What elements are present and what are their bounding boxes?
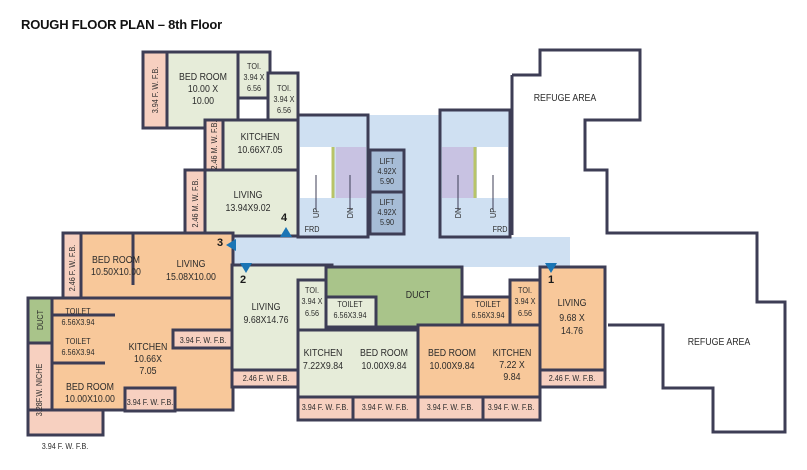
lift-size: 4.92X (377, 206, 397, 217)
room-size: 7.22 X (499, 360, 525, 371)
room-size: 14.76 (560, 326, 584, 337)
lift-size: 5.90 (379, 175, 395, 186)
room-size: 9.84 (503, 372, 521, 383)
entrance-marker-3: 3 (217, 237, 224, 249)
page-title: ROUGH FLOOR PLAN – 8th Floor (21, 17, 222, 32)
stair-down-label: DN (344, 207, 355, 219)
room-name: KITCHEN (303, 348, 343, 359)
flower-bed-label: 2.46 F. W. F.B. (66, 244, 77, 292)
room-size: 9.68 X (559, 313, 585, 324)
room-name: BED ROOM (66, 382, 114, 393)
room-name: BED ROOM (92, 255, 140, 266)
room-name: KITCHEN (492, 348, 532, 359)
room-size: 10.00X10.00 (65, 394, 115, 405)
lift-size: 4.92X (377, 165, 397, 176)
room-name: TOI. (305, 284, 319, 295)
room-size: 13.94X9.02 (225, 203, 271, 214)
lift-label: LIFT (379, 155, 395, 166)
flower-bed-label: 2.46 F. W. F.B. (242, 372, 290, 383)
room-name: LIVING (251, 302, 281, 313)
room-size: 7.22X9.84 (302, 361, 344, 372)
flower-bed-label: 3.94 F. W. F.B. (487, 401, 535, 412)
room-size: 10.50X10.00 (91, 267, 141, 278)
room-name: TOI. (247, 60, 261, 71)
refuge-area-label: REFUGE AREA (687, 337, 751, 348)
flower-bed-label: 3.94 F. W. F.B. (149, 66, 160, 114)
fire-door-label: FRD (492, 223, 508, 234)
room-size: 9.68X14.76 (243, 315, 289, 326)
room-name: TOI. (518, 284, 532, 295)
room-size: 6.56 (246, 82, 262, 93)
stair-up-label: UP (487, 207, 498, 219)
room-name: TOILET (65, 335, 91, 346)
room-size: 10.66X (134, 354, 162, 365)
room-size: 6.56X3.94 (61, 316, 95, 327)
room-name: TOI. (277, 82, 291, 93)
room-size: 10.00 X (187, 84, 219, 95)
room-name: LIVING (176, 259, 206, 270)
flower-bed-label: 2.46 M. W. F.B. (189, 178, 200, 228)
room-size: 10.00 (191, 96, 215, 107)
room-name: BED ROOM (428, 348, 476, 359)
lift-size: 5.90 (379, 216, 395, 227)
room-size: 10.66X7.05 (237, 145, 283, 156)
room-name: TOILET (65, 305, 91, 316)
flower-bed-label: 3.94 F. W. F.B. (126, 396, 174, 407)
flower-bed-label: 2.46 F. W. F.B. (548, 372, 596, 383)
flower-bed-label: 3.94 F. W. F.B. (426, 401, 474, 412)
entrance-marker-4: 4 (281, 212, 288, 224)
stair-down-label: DN (452, 207, 463, 219)
fire-door-label: FRD (304, 223, 320, 234)
room-size: 6.56 (517, 307, 533, 318)
room-name: BED ROOM (360, 348, 408, 359)
lift-label: LIFT (379, 196, 395, 207)
room-size: 15.08X10.00 (166, 272, 216, 283)
entrance-marker-2: 2 (240, 274, 247, 286)
room-size: 10.00X9.84 (361, 361, 407, 372)
room-size: 6.56X3.94 (61, 346, 95, 357)
room-size: 3.94 X (243, 71, 265, 82)
room-size: 7.05 (139, 366, 157, 377)
duct-label: DUCT (34, 309, 45, 331)
room-size: 6.56 (304, 307, 320, 318)
entrance-marker-1: 1 (548, 274, 555, 286)
room-name: BED ROOM (179, 72, 227, 83)
niche-label: 3.28F.W. NICHE (33, 363, 44, 417)
room-name: TOILET (337, 298, 363, 309)
room-name: LIVING (557, 298, 587, 309)
room-size: 6.56X3.94 (333, 309, 367, 320)
duct-label: DUCT (405, 290, 431, 301)
flower-bed-label: 3.94 F. W. F.B. (301, 401, 349, 412)
room-size: 3.94 X (514, 295, 536, 306)
room-name: TOILET (475, 298, 501, 309)
room-name: LIVING (233, 190, 263, 201)
flower-bed-label: 3.94 F. W. F.B. (361, 401, 409, 412)
room-size: 10.00X9.84 (429, 361, 475, 372)
room-size: 6.56 (276, 104, 292, 115)
room-name: KITCHEN (240, 132, 280, 143)
room-size: 3.94 X (301, 295, 323, 306)
flower-bed-label: 2.46 M. W. F.B. (208, 120, 219, 170)
refuge-area-label: REFUGE AREA (533, 93, 597, 104)
flower-bed-label: 3.94 F. W. F.B. (41, 440, 89, 451)
stair-up-label: UP (310, 207, 321, 219)
room-size: 6.56X3.94 (471, 309, 505, 320)
room-size: 3.94 X (273, 93, 295, 104)
room-name: KITCHEN (128, 342, 168, 353)
flower-bed-label: 3.94 F. W. F.B. (179, 334, 227, 345)
